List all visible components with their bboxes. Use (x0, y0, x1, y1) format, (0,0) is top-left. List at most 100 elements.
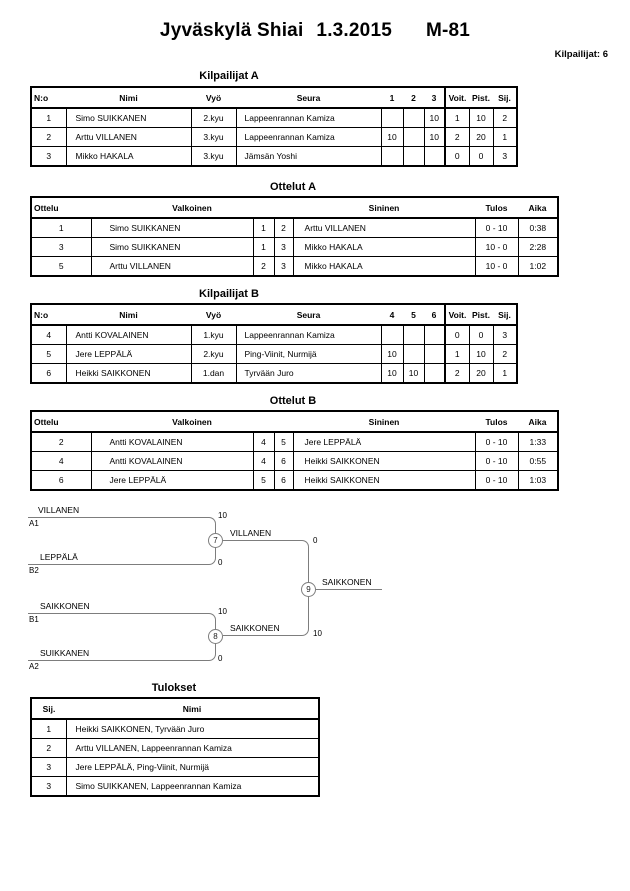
cell-match: 2 (30, 431, 92, 452)
cell-r2 (402, 324, 425, 345)
col-no: N:o (31, 87, 66, 109)
cell-result: 0 - 10 (474, 431, 519, 452)
table-row: 2 Arttu VILLANEN 3.kyu Lappeenrannan Kam… (30, 127, 518, 147)
col-club: Seura (236, 304, 381, 326)
cell-place: 2 (492, 107, 518, 128)
col-name: Nimi (66, 304, 191, 326)
cell-place: 2 (30, 738, 67, 758)
cell-r2 (402, 127, 425, 147)
bracket-match-number: 8 (208, 629, 223, 644)
cell-result: 10 - 0 (474, 256, 519, 277)
cell-blue-no: 6 (273, 451, 294, 471)
cell-no: 2 (30, 127, 67, 147)
col-belt: Vyö (191, 87, 236, 109)
col-club: Seura (236, 87, 381, 109)
col-r3: 3 (424, 87, 445, 109)
bracket-entry-name: SUIKKANEN (40, 648, 90, 658)
cell-r1 (380, 107, 404, 128)
table-row: 1 Heikki SAIKKONEN, Tyrvään Juro (30, 718, 320, 739)
col-r1: 1 (381, 87, 403, 109)
cell-time: 0:38 (517, 217, 559, 238)
cell-points: 0 (468, 146, 494, 167)
cell-belt: 2.kyu (190, 344, 237, 364)
cell-r1 (380, 324, 404, 345)
col-result: Tulos (475, 411, 519, 433)
cell-no: 3 (30, 146, 67, 167)
cell-name: Heikki SAIKKONEN (65, 363, 192, 384)
table-row: 4 Antti KOVALAINEN 1.kyu Lappeenrannan K… (30, 324, 518, 345)
table-header-row: Sij. Nimi (31, 698, 319, 720)
cell-r1: 10 (380, 363, 404, 384)
bracket-entry-name: VILLANEN (38, 505, 80, 515)
cell-r3: 10 (423, 127, 446, 147)
cell-blue-no: 6 (273, 470, 294, 491)
bracket-match-number: 7 (208, 533, 223, 548)
col-r1: 4 (381, 304, 403, 326)
col-belt: Vyö (191, 304, 236, 326)
table-row: 1 Simo SUIKKANEN 2.kyu Lappeenrannan Kam… (30, 107, 518, 128)
cell-blue-no: 3 (273, 256, 294, 277)
cell-no: 6 (30, 363, 67, 384)
cell-r3 (423, 324, 446, 345)
cell-no: 4 (30, 324, 67, 345)
table-row: 2 Arttu VILLANEN, Lappeenrannan Kamiza (30, 738, 320, 758)
table-row: 5 Jere LEPPÄLÄ 2.kyu Ping-Viinit, Nurmij… (30, 344, 518, 364)
cell-name: Heikki SAIKKONEN, Tyrvään Juro (65, 718, 320, 739)
cell-wins: 0 (444, 324, 470, 345)
col-white: Valkoinen (91, 197, 294, 219)
cell-r3 (423, 146, 446, 167)
results-title: Tulokset (151, 682, 197, 694)
event-name: Jyväskylä Shiai (159, 20, 304, 41)
cell-club: Ping-Viinit, Nurmijä (235, 344, 382, 364)
pool-a-table: N:o Nimi Vyö Seura 1 2 3 Voit. Pist. Sij… (30, 86, 518, 167)
col-points: Pist. (469, 304, 493, 326)
matches-a-table: Ottelu Valkoinen Sininen Tulos Aika 1 Si… (30, 196, 560, 277)
bracket-score: 0 (218, 558, 223, 567)
cell-r3 (423, 344, 446, 364)
cell-belt: 1.dan (190, 363, 237, 384)
bracket-entry-name: LEPPÄLÄ (40, 552, 78, 562)
cell-name: Jere LEPPÄLÄ (65, 344, 192, 364)
table-row: 5 Arttu VILLANEN 2 3 Mikko HAKALA 10 - 0… (30, 256, 559, 277)
cell-points: 10 (468, 344, 494, 364)
bracket-score: 10 (313, 629, 322, 638)
bracket-entry-seed: A2 (29, 662, 39, 671)
cell-white: Antti KOVALAINEN (90, 431, 254, 452)
cell-no: 1 (30, 107, 67, 128)
competitors-count: Kilpailijat: 6 (554, 49, 608, 60)
cell-wins: 2 (444, 127, 470, 147)
cell-blue: Jere LEPPÄLÄ (292, 431, 476, 452)
cell-white: Simo SUIKKANEN (90, 237, 254, 257)
bracket-match-number: 9 (301, 582, 316, 597)
col-r2: 2 (403, 87, 424, 109)
cell-match: 4 (30, 451, 92, 471)
table-row: 6 Jere LEPPÄLÄ 5 6 Heikki SAIKKONEN 0 - … (30, 470, 559, 491)
cell-belt: 2.kyu (190, 107, 237, 128)
col-blue: Sininen (293, 411, 476, 433)
bracket-score: 10 (218, 511, 227, 520)
bracket-entry-seed: B2 (29, 566, 39, 575)
cell-points: 0 (468, 324, 494, 345)
table-header-row: Ottelu Valkoinen Sininen Tulos Aika (31, 197, 559, 219)
col-name: Nimi (66, 87, 191, 109)
matches-b-title: Ottelut B (269, 395, 317, 407)
col-time: Aika (518, 411, 559, 433)
cell-points: 20 (468, 363, 494, 384)
bracket-score: 0 (313, 536, 318, 545)
col-r3: 6 (424, 304, 445, 326)
cell-match: 3 (30, 237, 92, 257)
cell-blue: Mikko HAKALA (292, 237, 476, 257)
cell-white-no: 1 (252, 217, 275, 238)
cell-time: 1:02 (517, 256, 559, 277)
bracket-entry-seed: B1 (29, 615, 39, 624)
cell-wins: 1 (444, 344, 470, 364)
cell-result: 10 - 0 (474, 237, 519, 257)
table-row: 4 Antti KOVALAINEN 4 6 Heikki SAIKKONEN … (30, 451, 559, 471)
cell-belt: 3.kyu (190, 127, 237, 147)
cell-r3 (423, 363, 446, 384)
cell-white-no: 1 (252, 237, 275, 257)
cell-points: 10 (468, 107, 494, 128)
cell-match: 1 (30, 217, 92, 238)
cell-time: 1:33 (517, 431, 559, 452)
